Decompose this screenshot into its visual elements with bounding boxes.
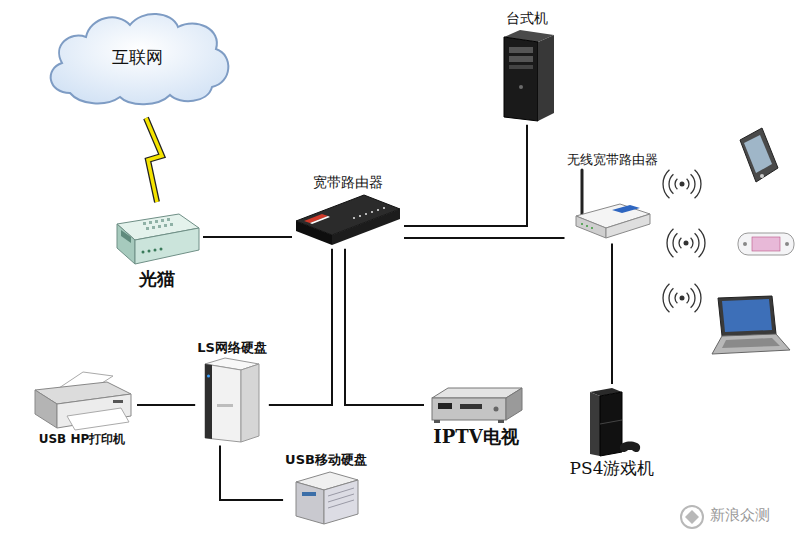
node-label: 无线宽带路由器 [567, 152, 658, 168]
signal-arc [673, 233, 699, 253]
node-label: PS4游戏机 [570, 458, 655, 478]
lightning-outline [146, 118, 162, 202]
console-node: PS4游戏机 [568, 384, 657, 480]
signal-arc [667, 229, 705, 258]
cable-line [404, 125, 527, 226]
optical-modem-icon [113, 210, 201, 268]
node-label: 光猫 [139, 268, 175, 290]
printer-node: USB HP打印机 [27, 368, 137, 448]
cable-path [404, 125, 527, 226]
cable-path [220, 446, 283, 500]
signal-arc [679, 238, 693, 249]
node-label: 互联网 [112, 47, 163, 67]
desktop-node: 台式机 [496, 8, 558, 125]
cable-line [612, 244, 613, 384]
network-disk-icon [201, 356, 263, 444]
cable-path [269, 249, 332, 405]
cable-path [404, 237, 565, 239]
cable-line [404, 238, 565, 239]
game-console-icon [582, 386, 642, 458]
signal-arc [675, 179, 689, 190]
node-label: 宽带路由器 [313, 174, 383, 191]
watermark-logo [681, 506, 703, 528]
node-label: 台式机 [506, 10, 548, 27]
cable-line [203, 237, 292, 238]
cable-line [269, 249, 332, 405]
signal-arc [663, 170, 701, 199]
pda-device [740, 128, 778, 182]
lightning-link [146, 118, 162, 202]
cable-line [345, 249, 424, 405]
signal-dot [680, 182, 685, 187]
signal-arc [675, 293, 689, 304]
lightning-fill [146, 118, 162, 202]
signal-arc [669, 174, 695, 194]
printer-icon [29, 370, 135, 432]
set-top-box-icon [426, 382, 526, 426]
cable-line [220, 446, 283, 500]
signal-arc [663, 284, 701, 313]
node-label: USB移动硬盘 [285, 452, 367, 468]
cable-path [137, 404, 195, 406]
node-label: LS网络硬盘 [197, 340, 267, 356]
cable-path [203, 236, 292, 238]
psp-device [738, 233, 794, 255]
broadband-router-icon [294, 191, 402, 247]
wireless-router-node: 无线宽带路由器 [565, 150, 660, 244]
signal-arc [669, 288, 695, 308]
cable-path [345, 249, 424, 405]
cable-path [611, 244, 613, 384]
iptv-node: IPTV电视 [424, 380, 528, 450]
wireless-signal [663, 170, 705, 313]
node-label: IPTV电视 [433, 426, 518, 448]
portable-disk-icon [290, 468, 362, 528]
network-disk-node: LS网络硬盘 [195, 338, 269, 446]
cable-line [137, 405, 195, 406]
signal-dot [684, 241, 689, 246]
wireless-router-icon [572, 168, 652, 242]
laptop-device [712, 296, 790, 354]
signal-dot [680, 296, 685, 301]
portable-disk-node: USB移动硬盘 [283, 450, 369, 530]
router-node: 宽带路由器 [292, 172, 404, 249]
node-label: USB HP打印机 [39, 432, 126, 446]
desktop-tower-icon [498, 27, 556, 123]
watermark-text: 新浪众测 [710, 506, 770, 525]
internet-cloud: 互联网 [40, 5, 235, 110]
modem-node: 光猫 [111, 208, 203, 292]
